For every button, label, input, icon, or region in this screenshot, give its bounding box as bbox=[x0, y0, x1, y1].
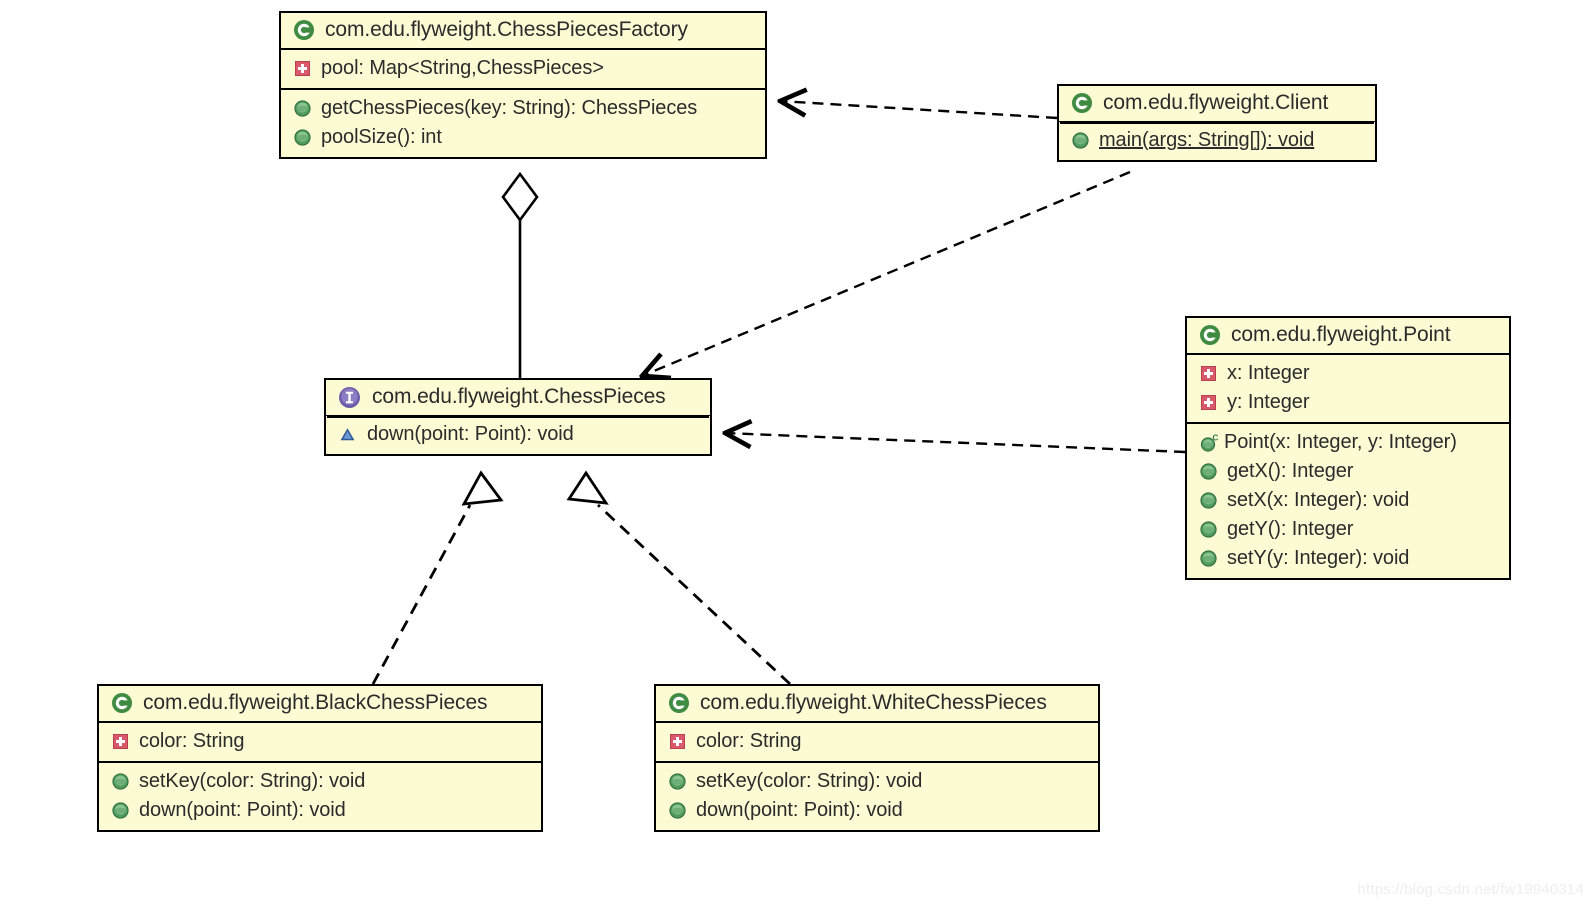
method-row[interactable]: setKey(color: String): void bbox=[667, 767, 1084, 796]
constructor-label: Point(x: Integer, y: Integer) bbox=[1224, 431, 1457, 453]
class-header: com.edu.flyweight.WhiteChessPieces bbox=[656, 686, 1098, 723]
method-row[interactable]: poolSize(): int bbox=[292, 123, 751, 152]
watermark-text: https://blog.csdn.net/fw19940314 bbox=[1357, 881, 1584, 898]
edge-client-to-chesspieces bbox=[642, 170, 1131, 376]
interface-header: com.edu.flyweight.ChessPieces bbox=[326, 380, 710, 416]
field-label: pool: Map<String,ChessPieces> bbox=[321, 57, 604, 79]
edge-client-to-factory bbox=[780, 101, 1058, 120]
public-method-icon bbox=[669, 773, 686, 790]
field-label: x: Integer bbox=[1227, 362, 1310, 384]
edge-black-realization bbox=[371, 470, 504, 685]
method-row[interactable]: setKey(color: String): void bbox=[110, 767, 527, 796]
field-row[interactable]: y: Integer bbox=[1198, 388, 1495, 417]
method-row[interactable]: getX(): Integer bbox=[1198, 457, 1495, 486]
method-label: setKey(color: String): void bbox=[696, 770, 923, 792]
methods-section: C Point(x: Integer, y: Integer) getX(): … bbox=[1187, 424, 1509, 578]
methods-section: setKey(color: String): void down(point: … bbox=[656, 763, 1098, 830]
class-header: com.edu.flyweight.Point bbox=[1187, 318, 1509, 355]
method-label: getChessPieces(key: String): ChessPieces bbox=[321, 97, 698, 119]
methods-section: down(point: Point): void bbox=[326, 416, 710, 454]
public-method-icon bbox=[1200, 521, 1217, 538]
class-title: com.edu.flyweight.BlackChessPieces bbox=[143, 691, 488, 714]
realization-triangle bbox=[566, 470, 609, 505]
class-box-point[interactable]: com.edu.flyweight.Point x: Integer bbox=[1185, 316, 1511, 580]
edge-factory-aggregation bbox=[501, 171, 539, 378]
private-field-icon bbox=[1201, 366, 1216, 381]
method-label: setY(y: Integer): void bbox=[1227, 547, 1410, 569]
public-method-icon bbox=[1200, 550, 1217, 567]
method-row[interactable]: getChessPieces(key: String): ChessPieces bbox=[292, 94, 751, 123]
method-label: setX(x: Integer): void bbox=[1227, 489, 1410, 511]
field-label: y: Integer bbox=[1227, 391, 1310, 413]
public-method-icon bbox=[1072, 132, 1089, 149]
method-row[interactable]: getY(): Integer bbox=[1198, 515, 1495, 544]
fields-section: color: String bbox=[99, 723, 541, 763]
private-field-icon bbox=[295, 61, 310, 76]
realization-triangle bbox=[461, 470, 504, 506]
methods-section: getChessPieces(key: String): ChessPieces… bbox=[281, 90, 765, 157]
class-header: com.edu.flyweight.ChessPiecesFactory bbox=[281, 13, 765, 50]
abstract-method-icon bbox=[339, 426, 356, 443]
method-label: setKey(color: String): void bbox=[139, 770, 366, 792]
class-box-chesspiecesfactory[interactable]: com.edu.flyweight.ChessPiecesFactory poo… bbox=[279, 11, 767, 159]
private-field-icon bbox=[1201, 395, 1216, 410]
class-header: com.edu.flyweight.BlackChessPieces bbox=[99, 686, 541, 723]
private-field-icon bbox=[113, 734, 128, 749]
class-icon bbox=[1071, 92, 1093, 114]
public-method-icon bbox=[112, 773, 129, 790]
static-method-label: main(args: String[]): void bbox=[1099, 129, 1315, 151]
fields-section: color: String bbox=[656, 723, 1098, 763]
class-box-whitechesspieces[interactable]: com.edu.flyweight.WhiteChessPieces color… bbox=[654, 684, 1100, 832]
method-row[interactable]: down(point: Point): void bbox=[667, 796, 1084, 825]
method-row[interactable]: setY(y: Integer): void bbox=[1198, 544, 1495, 573]
field-row[interactable]: color: String bbox=[110, 727, 527, 756]
private-field-icon bbox=[670, 734, 685, 749]
public-method-icon bbox=[294, 129, 311, 146]
public-method-icon bbox=[294, 100, 311, 117]
class-title: com.edu.flyweight.Client bbox=[1103, 91, 1329, 114]
fields-section: pool: Map<String,ChessPieces> bbox=[281, 50, 765, 90]
field-row[interactable]: pool: Map<String,ChessPieces> bbox=[292, 54, 751, 83]
aggregation-diamond bbox=[501, 171, 539, 223]
interface-icon bbox=[338, 386, 361, 409]
public-method-icon bbox=[1200, 463, 1217, 480]
interface-title: com.edu.flyweight.ChessPieces bbox=[372, 385, 666, 408]
methods-section: main(args: String[]): void bbox=[1059, 122, 1375, 160]
method-label: getX(): Integer bbox=[1227, 460, 1354, 482]
public-method-icon bbox=[1200, 492, 1217, 509]
class-header: com.edu.flyweight.Client bbox=[1059, 86, 1375, 122]
methods-section: setKey(color: String): void down(point: … bbox=[99, 763, 541, 830]
method-label: down(point: Point): void bbox=[696, 799, 903, 821]
constructor-icon: C bbox=[1200, 434, 1219, 452]
class-box-client[interactable]: com.edu.flyweight.Client main(args: Stri… bbox=[1057, 84, 1377, 162]
class-icon bbox=[668, 692, 690, 714]
method-label: down(point: Point): void bbox=[367, 423, 574, 445]
edge-point-to-chesspieces bbox=[725, 433, 1186, 454]
svg-text:C: C bbox=[1213, 434, 1219, 443]
public-method-icon bbox=[669, 802, 686, 819]
method-row[interactable]: main(args: String[]): void bbox=[1070, 126, 1361, 155]
method-label: poolSize(): int bbox=[321, 126, 442, 148]
method-row[interactable]: setX(x: Integer): void bbox=[1198, 486, 1495, 515]
public-method-icon bbox=[112, 802, 129, 819]
class-box-blackchesspieces[interactable]: com.edu.flyweight.BlackChessPieces color… bbox=[97, 684, 543, 832]
interface-box-chesspieces[interactable]: com.edu.flyweight.ChessPieces down(point… bbox=[324, 378, 712, 456]
method-row[interactable]: down(point: Point): void bbox=[110, 796, 527, 825]
field-label: color: String bbox=[696, 730, 802, 752]
fields-section: x: Integer y: Integer bbox=[1187, 355, 1509, 424]
method-row[interactable]: down(point: Point): void bbox=[337, 420, 696, 449]
class-icon bbox=[111, 692, 133, 714]
method-label: down(point: Point): void bbox=[139, 799, 346, 821]
constructor-row[interactable]: C Point(x: Integer, y: Integer) bbox=[1198, 428, 1495, 457]
field-label: color: String bbox=[139, 730, 245, 752]
class-icon bbox=[1199, 324, 1221, 346]
method-label: getY(): Integer bbox=[1227, 518, 1354, 540]
class-title: com.edu.flyweight.Point bbox=[1231, 323, 1451, 346]
field-row[interactable]: x: Integer bbox=[1198, 359, 1495, 388]
class-icon bbox=[293, 19, 315, 41]
class-title: com.edu.flyweight.ChessPiecesFactory bbox=[325, 18, 688, 41]
class-title: com.edu.flyweight.WhiteChessPieces bbox=[700, 691, 1047, 714]
field-row[interactable]: color: String bbox=[667, 727, 1084, 756]
edge-white-realization bbox=[566, 470, 791, 686]
